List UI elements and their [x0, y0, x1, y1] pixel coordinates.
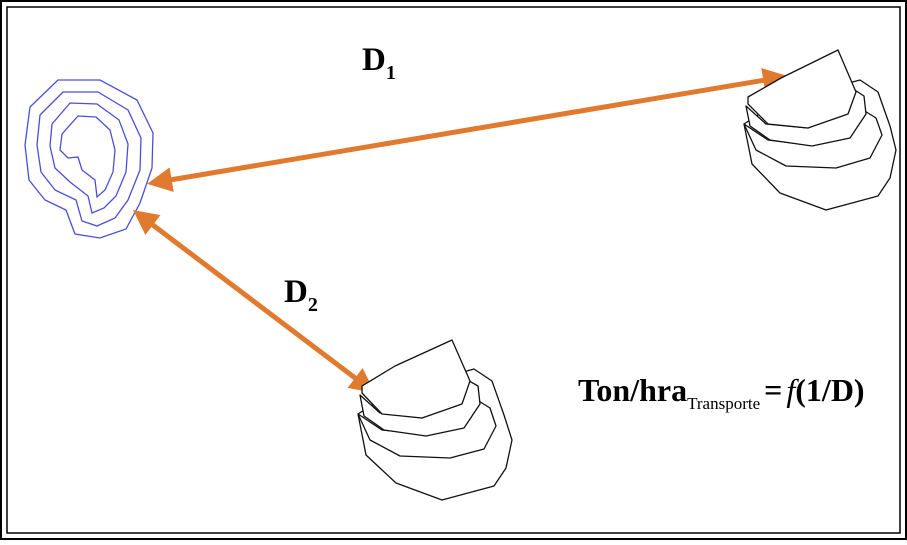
d1-label: D1: [362, 42, 396, 84]
d2-distance-arrow: [133, 209, 375, 394]
open-pit-icon: [24, 79, 154, 239]
inner-border: [6, 6, 901, 534]
waste-dump-near-icon: [357, 339, 513, 501]
d2-label: D2: [284, 274, 318, 316]
waste-dump-far-icon: [743, 49, 897, 211]
d1-distance-arrow: [147, 67, 788, 193]
transport-formula: Ton/hraTransporte=f(1/D): [578, 372, 865, 413]
